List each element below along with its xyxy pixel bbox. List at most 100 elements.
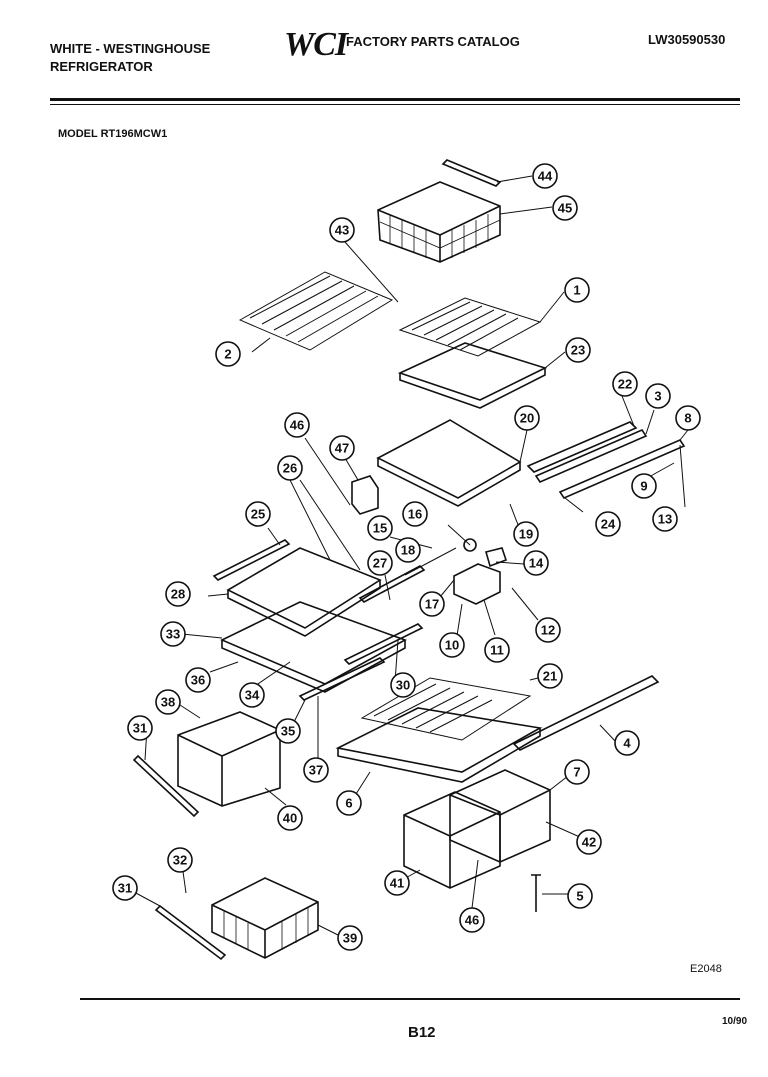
part-trim-30: [343, 623, 424, 665]
callout-34: 34: [239, 682, 265, 708]
callout-27: 27: [367, 550, 393, 576]
part-glass-shelf-33: [220, 601, 407, 693]
callout-1: 1: [564, 277, 590, 303]
callout-circle: [112, 875, 138, 901]
callout-circle: [127, 715, 153, 741]
callout-16: 16: [402, 501, 428, 527]
callout-circle: [185, 667, 211, 693]
callout-label: 21: [543, 669, 557, 684]
callout-circle: [329, 217, 355, 243]
callout-circle: [652, 506, 678, 532]
callout-33: 33: [160, 621, 186, 647]
callout-15: 15: [367, 515, 393, 541]
part-damper-10: [453, 563, 501, 605]
callout-circle: [303, 757, 329, 783]
callout-10: 10: [439, 632, 465, 658]
callout-31: 31: [112, 875, 138, 901]
part-crisper-drawer-40: [177, 711, 281, 807]
part-crisper-drawer-41: [403, 791, 501, 889]
basket-45-grid: [379, 214, 501, 258]
callout-label: 31: [133, 721, 147, 736]
callout-6: 6: [336, 790, 362, 816]
callout-circle: [535, 617, 561, 643]
part-wire-basket-39: [211, 877, 319, 959]
callout-circle: [513, 521, 539, 547]
basket-39-grid: [223, 908, 309, 950]
callout-17: 17: [419, 591, 445, 617]
callout-label: 41: [390, 876, 404, 891]
callout-30: 30: [390, 672, 416, 698]
callout-label: 4: [623, 736, 631, 751]
callout-label: 19: [519, 527, 533, 542]
callout-label: 5: [576, 889, 583, 904]
part-rail-31-upper: [132, 754, 200, 818]
callout-13: 13: [652, 506, 678, 532]
callout-label: 28: [171, 587, 185, 602]
callout-circle: [567, 883, 593, 909]
callout-2: 2: [215, 341, 241, 367]
callout-circle: [564, 277, 590, 303]
part-panel-20: [376, 419, 522, 507]
callout-label: 2: [224, 347, 231, 362]
part-rail-3: [534, 428, 648, 484]
callout-label: 7: [573, 765, 580, 780]
callout-25: 25: [245, 501, 271, 527]
callout-45: 45: [552, 195, 578, 221]
callout-circle: [631, 473, 657, 499]
callout-circle: [576, 829, 602, 855]
callout-circle: [564, 759, 590, 785]
callout-label: 15: [373, 521, 387, 536]
callout-31: 31: [127, 715, 153, 741]
page-number: B12: [408, 1024, 436, 1041]
callout-5: 5: [567, 883, 593, 909]
callout-32: 32: [167, 847, 193, 873]
callout-label: 3: [654, 389, 661, 404]
callout-39: 39: [337, 925, 363, 951]
callout-label: 24: [601, 517, 616, 532]
callout-label: 38: [161, 695, 175, 710]
callout-circle: [595, 511, 621, 537]
part-crisper-cover-21: [360, 677, 532, 741]
callout-circle: [337, 925, 363, 951]
part-rail-24: [558, 439, 686, 499]
callout-label: 16: [408, 507, 422, 522]
callout-label: 20: [520, 411, 534, 426]
callout-38: 38: [155, 689, 181, 715]
callout-37: 37: [303, 757, 329, 783]
callout-circle: [167, 847, 193, 873]
catalog-date: 10/90: [722, 1016, 748, 1027]
callout-18: 18: [395, 537, 421, 563]
callout-label: 43: [335, 223, 349, 238]
callout-circle: [675, 405, 701, 431]
callout-40: 40: [277, 805, 303, 831]
callout-label: 35: [281, 724, 295, 739]
callout-43: 43: [329, 217, 355, 243]
callout-11: 11: [484, 637, 510, 663]
part-screw-5: [531, 874, 541, 912]
callout-label: 39: [343, 931, 357, 946]
part-freezer-shelf-1: [398, 297, 542, 357]
callout-44: 44: [532, 163, 558, 189]
callout-label: 23: [571, 343, 585, 358]
callout-label: 44: [538, 169, 553, 184]
callout-label: 22: [618, 377, 632, 392]
callout-circle: [537, 663, 563, 689]
callout-35: 35: [275, 718, 301, 744]
callout-circle: [484, 637, 510, 663]
callout-label: 40: [283, 811, 297, 826]
callout-label: 8: [684, 411, 691, 426]
callout-label: 46: [465, 913, 479, 928]
brand-line-1: WHITE - WESTINGHOUSE: [50, 41, 211, 56]
callout-circle: [239, 682, 265, 708]
callout-label: 32: [173, 853, 187, 868]
callout-label: 17: [425, 597, 439, 612]
callout-7: 7: [564, 759, 590, 785]
callout-20: 20: [514, 405, 540, 431]
callout-24: 24: [595, 511, 621, 537]
header-rule: [50, 98, 740, 101]
callout-circle: [367, 550, 393, 576]
brand-line-2: REFRIGERATOR: [50, 59, 153, 74]
part-trim-27: [358, 565, 426, 603]
